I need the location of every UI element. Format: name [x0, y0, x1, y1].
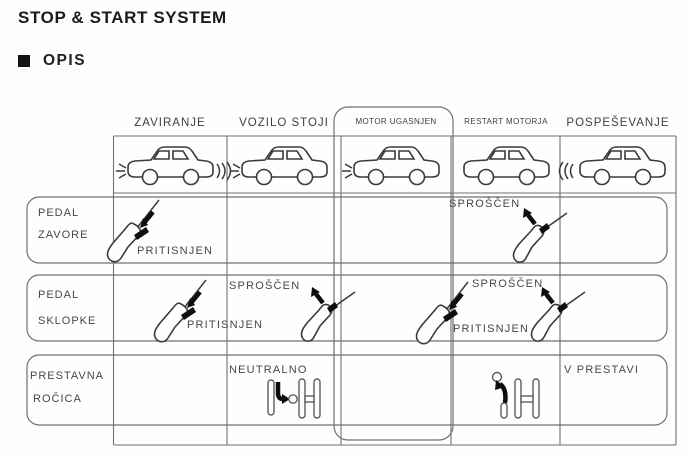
column-header-pospesevanje: POSPEŠEVANJE	[566, 116, 669, 129]
row-label-pedal-zavore-line2: ZAVORE	[38, 229, 88, 241]
gear-neutral-icon	[268, 379, 320, 418]
headlight-rays-icon	[115, 163, 127, 179]
row-label-pedal-sklopke-line1: PEDAL	[38, 289, 79, 301]
row-label-prestavna-rocica-line2: ROČICA	[33, 392, 82, 405]
page-title: STOP & START SYSTEM	[18, 8, 227, 27]
column-header-zaviranje: ZAVIRANJE	[134, 117, 205, 129]
foot-released-icon	[513, 208, 567, 262]
cell-brake-zaviranje-state: PRITISNJEN	[137, 245, 213, 257]
row-box-pedal-zavore	[26, 196, 668, 264]
brake-lines-icon	[216, 161, 232, 181]
car-icon-accelerating	[558, 146, 666, 186]
cell-clutch-vozilo-stoji-state: SPROŠČEN	[229, 279, 300, 292]
headlight-rays-icon	[229, 163, 241, 179]
cell-brake-restart-state: SPROŠČEN	[449, 197, 520, 210]
car-icon-engine-restart	[463, 146, 550, 186]
section-heading: OPIS	[18, 52, 86, 70]
foot-released-icon	[531, 287, 585, 341]
column-header-motor-ugasnjen: MOTOR UGASNJEN	[355, 117, 436, 126]
foot-released-icon	[301, 287, 355, 341]
section-bullet-icon	[18, 55, 30, 67]
table-grid	[112, 135, 677, 446]
car-icon-braking	[115, 146, 232, 186]
cell-clutch-zaviranje-state: PRITISNJEN	[187, 319, 263, 331]
row-label-prestavna-rocica-line1: PRESTAVNA	[30, 370, 104, 382]
cell-lever-vozilo-stoji-state: NEUTRALNO	[229, 364, 308, 376]
cell-clutch-restart-pressed-state: PRITISNJEN	[453, 323, 529, 335]
headlight-rays-icon	[341, 163, 353, 179]
column-highlight-box-motor-ugasnjen	[333, 106, 454, 441]
cell-lever-pospesevanje-state: V PRESTAVI	[564, 364, 639, 376]
cell-clutch-restart-released-state: SPROŠČEN	[472, 277, 543, 290]
gear-engaged-icon	[493, 373, 540, 419]
row-label-pedal-zavore-line1: PEDAL	[38, 207, 79, 219]
row-label-pedal-sklopke-line2: SKLOPKE	[38, 315, 96, 327]
motion-lines-icon	[558, 161, 574, 181]
foot-pressed-icon	[154, 280, 206, 342]
row-box-pedal-sklopke	[26, 274, 668, 342]
car-icon-stopped	[229, 146, 328, 186]
row-box-prestavna-rocica	[26, 354, 668, 426]
section-title: OPIS	[43, 52, 87, 69]
car-icon-engine-off	[341, 146, 440, 186]
column-header-restart-motorja: RESTART MOTORJA	[464, 117, 548, 126]
column-header-vozilo-stoji: VOZILO STOJI	[239, 117, 329, 129]
